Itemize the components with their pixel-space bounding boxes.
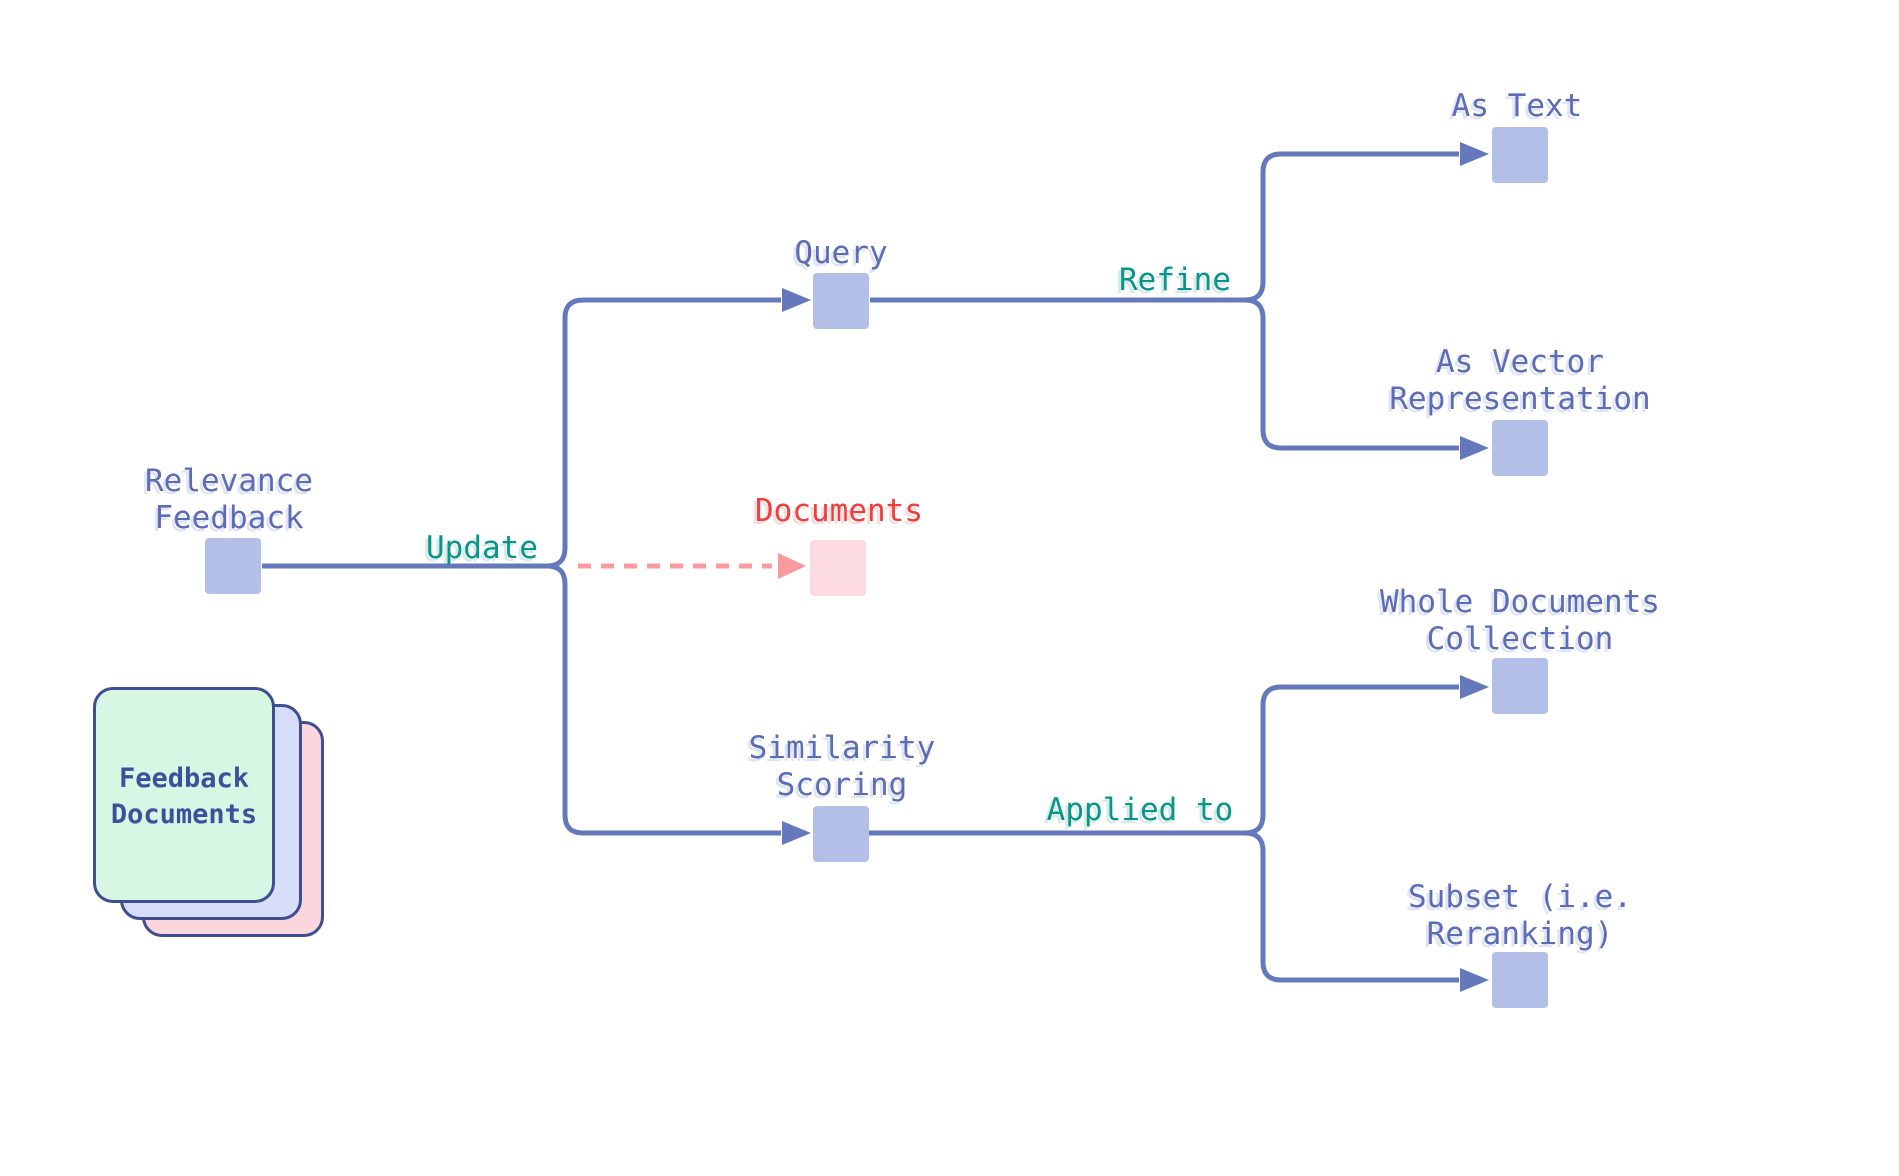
edge-update-to-similarity-scoring-arrowhead [782,821,811,845]
edge-refine-to-as-vector-arrowhead [1460,436,1489,460]
edge-refine-to-as-vector [870,297,1459,451]
label-documents[interactable]: Documents [755,493,923,529]
label-whole-documents-collection[interactable]: Whole Documents Collection [1380,584,1660,657]
label-query[interactable]: Query [794,235,888,271]
label-as-text[interactable]: As Text [1451,88,1583,124]
label-relevance-feedback[interactable]: Relevance Feedback [145,463,313,536]
edge-applied-to-whole-collection-arrowhead [1460,675,1489,699]
edge-update-to-query [262,297,781,569]
feedback-documents-card-front[interactable] [93,687,275,903]
edge-label-update[interactable]: Update [426,530,538,566]
node-relevance-feedback[interactable] [205,538,261,594]
node-as-text[interactable] [1492,127,1548,183]
edge-applied-to-subset-arrowhead [1460,968,1489,992]
node-whole-documents-collection[interactable] [1492,658,1548,714]
edge-label-applied-to[interactable]: Applied to [1046,792,1234,828]
label-as-vector-representation[interactable]: As Vector Representation [1389,344,1651,417]
node-query[interactable] [813,273,869,329]
node-documents[interactable] [810,540,866,596]
label-subset-reranking[interactable]: Subset (i.e. Reranking) [1408,879,1632,952]
feedback-documents-label[interactable]: Feedback Documents [110,763,258,830]
edge-refine-to-as-text-arrowhead [1460,142,1489,166]
edge-update-to-documents-arrowhead [778,553,806,579]
node-as-vector-representation[interactable] [1492,420,1548,476]
label-similarity-scoring[interactable]: Similarity Scoring [748,730,936,803]
node-similarity-scoring[interactable] [813,806,869,862]
edge-label-refine[interactable]: Refine [1119,262,1231,298]
node-subset-reranking[interactable] [1492,952,1548,1008]
edge-applied-to-subset [869,830,1459,983]
edge-update-to-similarity-scoring [262,563,781,836]
edge-update-to-query-arrowhead [782,288,811,312]
